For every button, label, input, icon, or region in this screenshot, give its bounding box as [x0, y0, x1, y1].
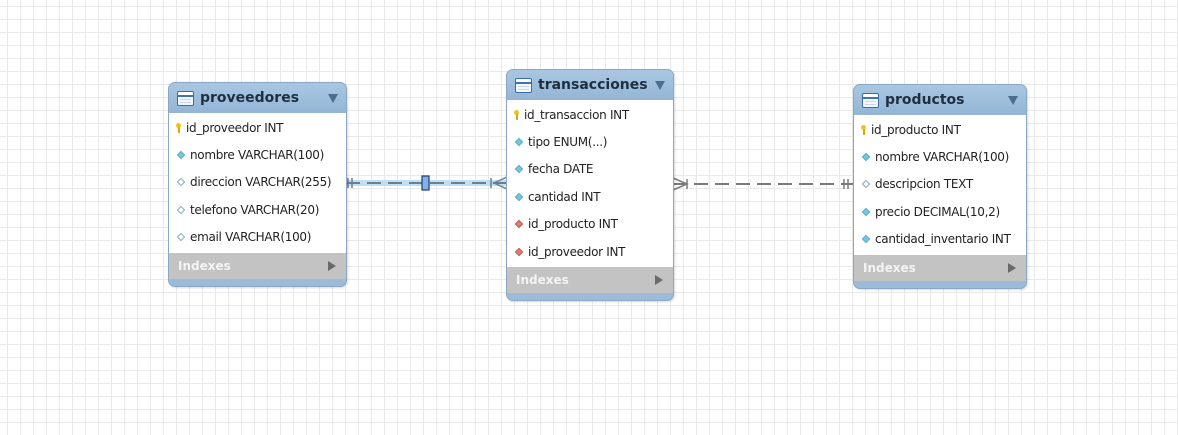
foreign-key-icon [514, 220, 524, 229]
table-footer [507, 293, 673, 301]
table-title: productos [885, 92, 965, 108]
table-icon [515, 77, 532, 93]
column-row[interactable]: nombre VARCHAR(100) [854, 143, 1026, 170]
column-list: id_producto INT nombre VARCHAR(100) desc… [854, 115, 1026, 255]
column-row[interactable]: fecha DATE [507, 156, 673, 183]
table-proveedores[interactable]: proveedores id_proveedor INT nombre VARC… [168, 82, 347, 287]
collapse-arrow-icon[interactable] [655, 80, 665, 90]
collapse-arrow-icon[interactable] [328, 93, 338, 103]
not-null-column-icon [514, 165, 524, 174]
column-label: tipo ENUM(...) [528, 135, 608, 150]
column-label: direccion VARCHAR(255) [190, 175, 332, 190]
column-row[interactable]: id_proveedor INT [169, 114, 346, 141]
not-null-column-icon [861, 235, 871, 244]
column-label: telefono VARCHAR(20) [190, 202, 320, 217]
column-row[interactable]: id_proveedor INT [507, 238, 673, 265]
table-icon [862, 92, 879, 108]
column-label: fecha DATE [528, 162, 594, 177]
not-null-column-icon [861, 152, 871, 162]
table-icon [177, 90, 194, 106]
expand-arrow-icon[interactable] [328, 260, 336, 271]
not-null-column-icon [176, 150, 186, 160]
crow-foot-marker [492, 176, 508, 190]
column-label: nombre VARCHAR(100) [190, 148, 325, 163]
column-list: id_transaccion INT tipo ENUM(...) fecha … [507, 100, 673, 268]
column-label: id_proveedor INT [186, 120, 284, 135]
column-row[interactable]: tipo ENUM(...) [507, 128, 673, 155]
not-null-column-icon [514, 192, 524, 202]
nullable-column-icon [176, 233, 186, 242]
table-title: transacciones [538, 77, 648, 93]
column-row[interactable]: descripcion TEXT [854, 171, 1026, 198]
indexes-label: Indexes [863, 260, 916, 275]
table-header[interactable]: proveedores [169, 83, 346, 113]
primary-key-icon [514, 109, 519, 120]
column-row[interactable]: cantidad INT [507, 183, 673, 210]
indexes-label: Indexes [178, 258, 231, 273]
collapse-arrow-icon[interactable] [1008, 95, 1018, 105]
indexes-section[interactable]: Indexes [169, 252, 346, 279]
column-row[interactable]: id_transaccion INT [507, 101, 673, 128]
column-label: cantidad INT [528, 189, 601, 204]
table-title: proveedores [200, 90, 300, 106]
column-row[interactable]: precio DECIMAL(10,2) [854, 198, 1026, 225]
column-label: nombre VARCHAR(100) [875, 150, 1010, 165]
not-null-column-icon [861, 207, 871, 217]
column-label: id_producto INT [871, 122, 961, 137]
column-row[interactable]: nombre VARCHAR(100) [169, 141, 346, 168]
table-transacciones[interactable]: transacciones id_transaccion INT tipo EN… [506, 69, 674, 302]
column-label: id_proveedor INT [528, 244, 626, 259]
column-label: precio DECIMAL(10,2) [875, 204, 1000, 219]
indexes-section[interactable]: Indexes [854, 254, 1026, 281]
column-row[interactable]: email VARCHAR(100) [169, 224, 346, 251]
table-productos[interactable]: productos id_producto INT nombre VARCHAR… [853, 84, 1027, 289]
indexes-section[interactable]: Indexes [507, 267, 673, 294]
column-list: id_proveedor INT nombre VARCHAR(100) dir… [169, 113, 346, 253]
column-label: id_producto INT [528, 217, 618, 232]
nullable-column-icon [176, 178, 186, 187]
relationship-handle-icon[interactable] [421, 175, 430, 191]
column-label: cantidad_inventario INT [875, 232, 1011, 247]
column-label: descripcion TEXT [875, 177, 973, 192]
foreign-key-icon [514, 247, 524, 256]
column-row[interactable]: telefono VARCHAR(20) [169, 196, 346, 223]
column-row[interactable]: id_producto INT [507, 211, 673, 238]
nullable-column-icon [861, 180, 871, 189]
table-header[interactable]: productos [854, 85, 1026, 115]
expand-arrow-icon[interactable] [655, 275, 663, 286]
table-footer [854, 280, 1026, 288]
table-header[interactable]: transacciones [507, 70, 673, 100]
column-label: email VARCHAR(100) [190, 230, 312, 245]
expand-arrow-icon[interactable] [1008, 262, 1016, 273]
table-footer [169, 278, 346, 286]
primary-key-icon [176, 122, 181, 133]
indexes-label: Indexes [516, 273, 569, 288]
relationship-proveedores-transacciones[interactable] [346, 175, 508, 191]
column-row[interactable]: cantidad_inventario INT [854, 226, 1026, 253]
column-row[interactable]: id_producto INT [854, 116, 1026, 143]
relationship-productos-transacciones[interactable] [672, 177, 853, 191]
column-row[interactable]: direccion VARCHAR(255) [169, 169, 346, 196]
column-label: id_transaccion INT [524, 107, 629, 122]
primary-key-icon [861, 124, 866, 135]
not-null-column-icon [514, 137, 524, 147]
nullable-column-icon [176, 205, 186, 215]
